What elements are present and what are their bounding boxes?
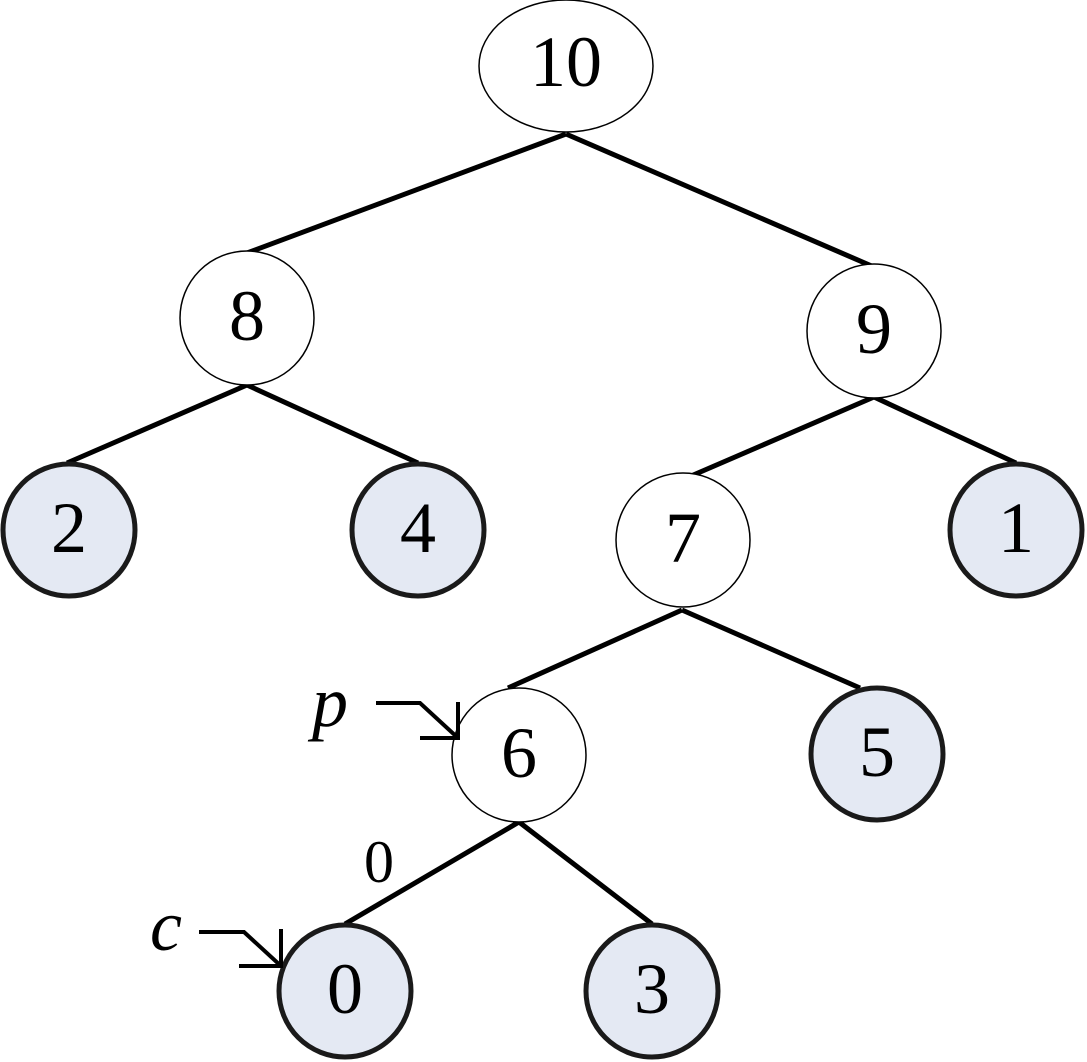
- edge-6-0: [343, 819, 521, 927]
- node-label: 3: [634, 949, 670, 1029]
- node-label: 10: [530, 22, 602, 102]
- pointer-arrow-c-icon: [199, 930, 283, 968]
- tree-node-5: 5: [808, 685, 946, 823]
- node-label: 4: [400, 488, 436, 568]
- tree-node-6: 6: [451, 687, 587, 823]
- arrow-head-icon: [239, 929, 283, 968]
- node-label: 5: [859, 712, 895, 792]
- edge-10-8: [246, 131, 567, 256]
- node-label: 6: [501, 713, 537, 793]
- tree-node-8: 8: [179, 250, 315, 386]
- edge-7-6: [506, 607, 684, 691]
- edge-label-6-0: 0: [364, 829, 394, 895]
- tree-node-1: 1: [947, 461, 1085, 599]
- node-label: 0: [327, 949, 363, 1029]
- edge-6-3: [517, 820, 654, 926]
- edge-9-7: [690, 394, 875, 479]
- edge-7-5: [680, 607, 862, 691]
- tree-node-4: 4: [349, 461, 487, 599]
- pointer-label-c: c: [150, 886, 182, 966]
- pointer-arrow-p-icon: [376, 701, 460, 740]
- edge-9-1: [872, 394, 1018, 466]
- edge-8-2: [66, 382, 248, 466]
- tree-node-9: 9: [806, 263, 942, 399]
- node-label: 2: [51, 488, 87, 568]
- tree-node-3: 3: [583, 922, 721, 1060]
- edge-8-4: [245, 382, 420, 466]
- tree-node-0: 0: [276, 922, 414, 1060]
- node-label: 1: [998, 488, 1034, 568]
- node-label: 8: [229, 276, 265, 356]
- arrow-head-icon: [420, 702, 460, 740]
- node-label: 9: [856, 289, 892, 369]
- tree-node-7: 7: [615, 472, 751, 608]
- edge-10-9: [565, 131, 875, 270]
- tree-node-10: 10: [478, 0, 654, 133]
- tree-node-2: 2: [0, 461, 138, 599]
- node-label: 7: [665, 498, 701, 578]
- pointer-p: p: [307, 662, 460, 742]
- pointer-label-p: p: [307, 662, 348, 742]
- pointer-c: c: [150, 886, 283, 968]
